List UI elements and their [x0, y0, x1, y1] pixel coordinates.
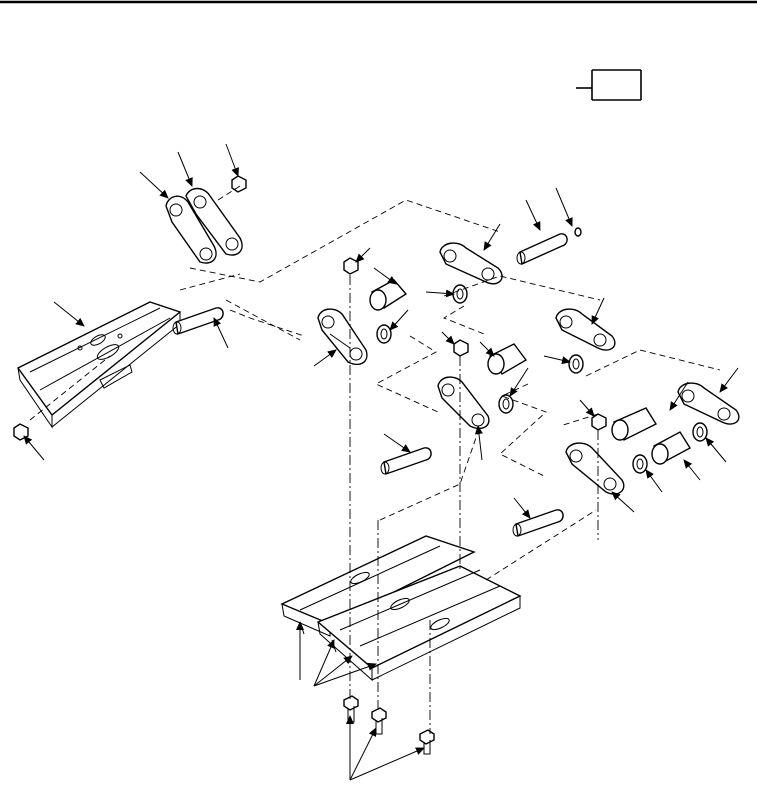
bushing-lower-right-2	[651, 431, 691, 465]
bushing-lower-right-1	[611, 407, 658, 441]
link-top-right	[439, 242, 503, 285]
nut-center-1	[343, 257, 359, 275]
ring-top-right	[574, 227, 582, 237]
assembly-lines	[29, 185, 721, 734]
nut-top-left	[231, 175, 247, 193]
seal-center-2	[498, 394, 514, 414]
link-center-1	[317, 308, 368, 366]
link-lower-right	[565, 442, 625, 495]
link-right-middle	[555, 308, 616, 351]
link-center-2	[437, 376, 490, 430]
seal-center-top	[452, 284, 468, 304]
pin-center-2	[380, 447, 432, 475]
link-pair-upper-left	[165, 187, 243, 264]
link-far-right	[677, 382, 740, 425]
bolt-2	[371, 707, 387, 735]
zone-marker-symbol	[576, 69, 642, 101]
nut-center-2	[453, 339, 469, 357]
track-shoe-upper-left	[16, 301, 182, 429]
track-shoe-stack-lower	[280, 535, 522, 682]
bushing-center-1	[369, 279, 408, 311]
seal-center-1	[376, 324, 392, 344]
nut-lower-right	[591, 413, 607, 431]
pin-lower-right	[512, 509, 564, 537]
pin-top-right	[516, 233, 568, 266]
bolt-1	[343, 695, 359, 723]
bolt-3	[419, 729, 435, 755]
seal-right-middle	[568, 354, 584, 374]
seal-lower-right-1	[692, 422, 708, 442]
seal-lower-right-2	[632, 454, 648, 474]
bushing-center-2	[487, 343, 528, 375]
callout-arrows	[23, 143, 739, 781]
